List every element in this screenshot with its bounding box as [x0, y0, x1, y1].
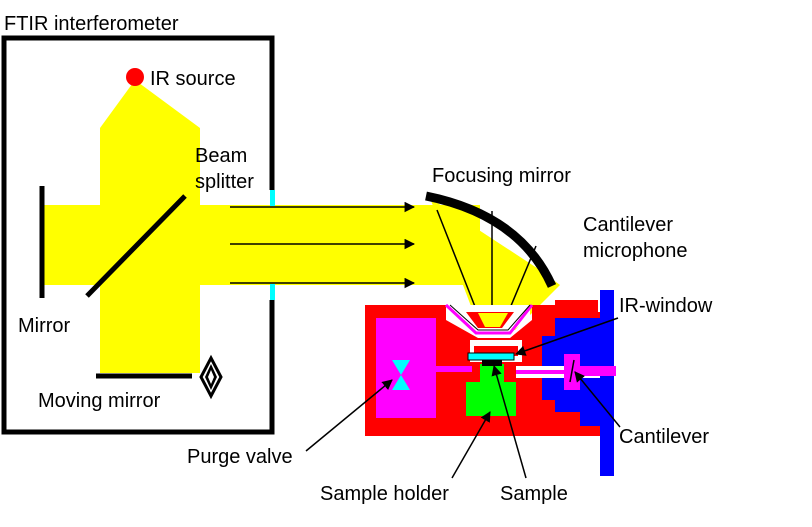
label-cantilever: Cantilever: [619, 426, 709, 448]
interferometer-window-bottom: [270, 284, 275, 300]
label-moving-mirror: Moving mirror: [38, 390, 161, 412]
purge-chamber: [376, 318, 472, 418]
label-ir-source: IR source: [150, 68, 236, 90]
label-cantilever-microphone-line1: Cantilever: [583, 214, 673, 236]
label-beam-splitter-line1: Beam: [195, 145, 247, 167]
label-mirror: Mirror: [18, 315, 71, 337]
interferometer-window-top: [270, 190, 275, 206]
label-ir-window: IR-window: [619, 295, 713, 317]
ir-window: [467, 352, 515, 361]
interferometer-beam: [44, 80, 474, 373]
annotation-pointers: [305, 317, 621, 479]
label-ftir-interferometer: FTIR interferometer: [4, 13, 179, 35]
beam-arrows: [230, 201, 416, 289]
label-purge-valve: Purge valve: [187, 446, 293, 468]
label-sample: Sample: [500, 483, 568, 505]
purge-valve-icon: [392, 360, 410, 390]
label-sample-holder: Sample holder: [320, 483, 449, 505]
label-cantilever-microphone-line2: microphone: [583, 240, 688, 262]
label-focusing-mirror: Focusing mirror: [432, 165, 571, 187]
focused-beam: [430, 198, 560, 330]
interferometer-enclosure: [1, 35, 275, 435]
sample: [482, 360, 502, 366]
label-beam-splitter-line2: splitter: [195, 171, 254, 193]
focusing-mirror: [425, 191, 557, 288]
moving-mirror-direction-icon: [199, 354, 223, 400]
beam-splitter: [85, 194, 187, 298]
ir-source-icon: [126, 68, 144, 86]
